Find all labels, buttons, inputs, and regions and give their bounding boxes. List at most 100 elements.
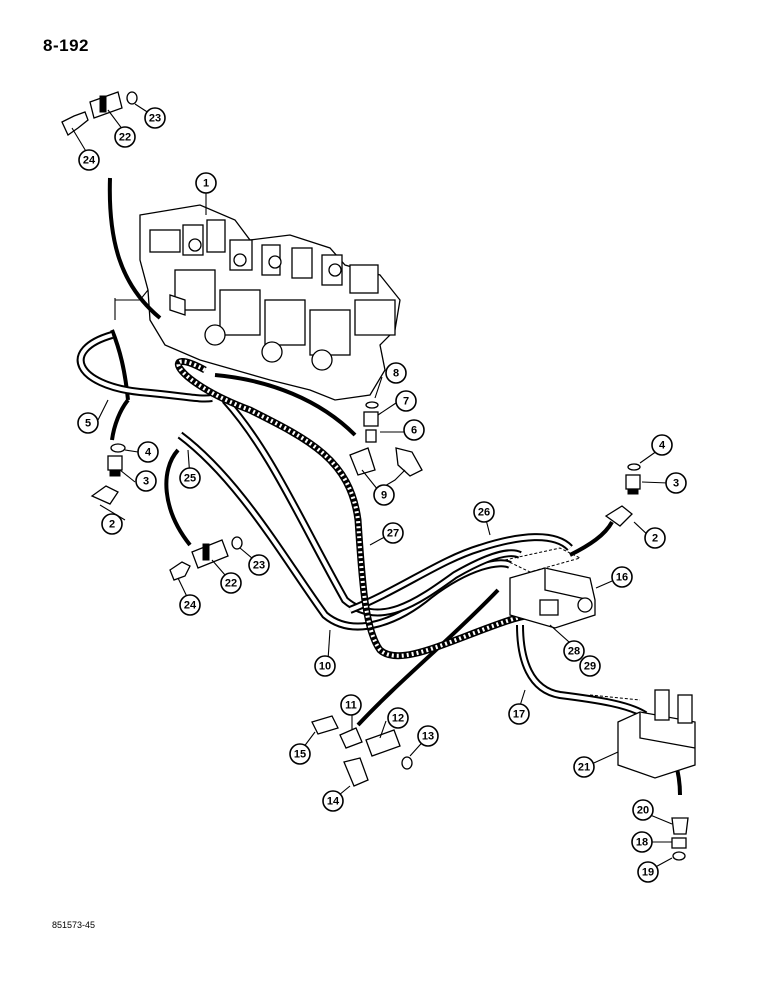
callout-27: 27: [382, 522, 404, 544]
callout-26: 26: [473, 501, 495, 523]
manifold-block: [503, 547, 596, 629]
callout-circle: [195, 172, 217, 194]
callout-label: 29: [584, 661, 596, 673]
callout-label: 16: [616, 572, 628, 584]
callout-label: 11: [345, 700, 357, 712]
page-number: 8-192: [43, 36, 89, 55]
callout-14: 14: [322, 790, 344, 812]
callout-label: 20: [637, 805, 649, 817]
callout-circle: [382, 522, 404, 544]
callout-circle: [563, 640, 585, 662]
callout-label: 5: [85, 418, 91, 430]
callout-circle: [144, 107, 166, 129]
callout-label: 1: [203, 178, 209, 190]
callout-label: 25: [184, 473, 196, 485]
callout-label: 19: [642, 867, 654, 879]
callout-22: 22: [220, 572, 242, 594]
callout-circle: [248, 554, 270, 576]
fitting-group-top: [61, 91, 138, 136]
callout-5: 5: [77, 412, 99, 434]
callout-label: 9: [381, 490, 387, 502]
callout-label: 4: [659, 440, 666, 452]
callout-23: 23: [144, 107, 166, 129]
callout-label: 21: [578, 762, 590, 774]
callout-circle: [631, 831, 653, 853]
callout-circle: [340, 694, 362, 716]
callout-label: 22: [225, 578, 237, 590]
callout-circle: [473, 501, 495, 523]
control-valve: [139, 204, 401, 401]
fitting-group-mid: [169, 536, 243, 581]
callout-28: 28: [563, 640, 585, 662]
callout-label: 6: [411, 425, 417, 437]
callout-circle: [644, 527, 666, 549]
callout-label: 15: [294, 749, 306, 761]
valve-block: [589, 689, 696, 779]
callout-6: 6: [403, 419, 425, 441]
callout-label: 18: [636, 837, 648, 849]
callout-label: 23: [253, 560, 265, 572]
callout-13: 13: [417, 725, 439, 747]
callout-label: 23: [149, 113, 161, 125]
callout-12: 12: [387, 707, 409, 729]
callout-label: 27: [387, 528, 399, 540]
callout-circle: [611, 566, 633, 588]
callout-label: 8: [393, 368, 399, 380]
callout-circle: [220, 572, 242, 594]
callout-24: 24: [179, 594, 201, 616]
callout-circle: [651, 434, 673, 456]
callout-17: 17: [508, 703, 530, 725]
callout-circle: [289, 743, 311, 765]
callout-label: 3: [143, 476, 149, 488]
callout-circle: [637, 861, 659, 883]
callout-16: 16: [611, 566, 633, 588]
callout-label: 2: [109, 519, 115, 531]
callout-2: 2: [644, 527, 666, 549]
callout-10: 10: [314, 655, 336, 677]
callout-circle: [579, 655, 601, 677]
callout-label: 26: [478, 507, 490, 519]
callout-25: 25: [179, 467, 201, 489]
fitting-group-6-9: [349, 401, 423, 477]
callout-label: 24: [83, 155, 96, 167]
callout-label: 22: [119, 132, 131, 144]
callout-22: 22: [114, 126, 136, 148]
callout-label: 10: [319, 661, 331, 673]
fitting-group-11-15: [311, 715, 413, 787]
fitting-group-right: [604, 463, 641, 527]
callout-24: 24: [78, 149, 100, 171]
callout-3: 3: [135, 470, 157, 492]
callout-15: 15: [289, 743, 311, 765]
callout-circle: [665, 472, 687, 494]
callout-18: 18: [631, 831, 653, 853]
callout-circle: [373, 484, 395, 506]
callout-label: 7: [403, 396, 409, 408]
callout-3: 3: [665, 472, 687, 494]
callout-circle: [632, 799, 654, 821]
callout-label: 17: [513, 709, 525, 721]
callout-4: 4: [651, 434, 673, 456]
callout-9: 9: [373, 484, 395, 506]
callout-circle: [403, 419, 425, 441]
callout-circle: [508, 703, 530, 725]
callout-label: 4: [145, 447, 152, 459]
callout-circle: [114, 126, 136, 148]
callout-1: 1: [195, 172, 217, 194]
callout-circle: [417, 725, 439, 747]
callout-label: 2: [652, 533, 658, 545]
callout-label: 28: [568, 646, 580, 658]
callout-label: 3: [673, 478, 679, 490]
callout-label: 24: [184, 600, 197, 612]
callout-circle: [179, 467, 201, 489]
callout-label: 12: [392, 713, 404, 725]
callout-11: 11: [340, 694, 362, 716]
callout-circle: [385, 362, 407, 384]
callout-4: 4: [137, 441, 159, 463]
callout-circle: [395, 390, 417, 412]
callout-19: 19: [637, 861, 659, 883]
callouts: 1234567891011121314151617181920212223242…: [77, 107, 687, 883]
callout-circle: [179, 594, 201, 616]
callout-2: 2: [101, 513, 123, 535]
